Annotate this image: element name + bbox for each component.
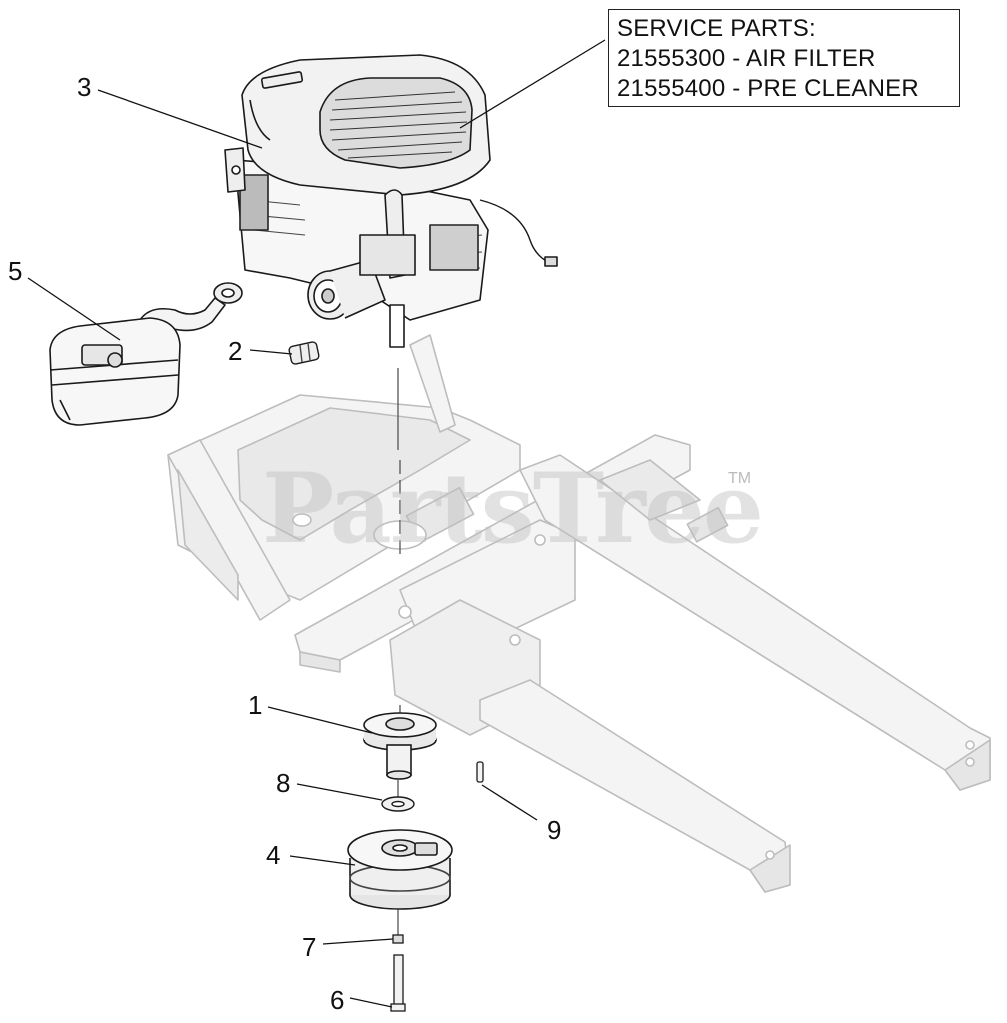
engine: [224, 54, 558, 348]
callout-1: 1: [248, 690, 263, 720]
leader-lines: [27, 39, 606, 1008]
fitting-part-2: [288, 341, 320, 365]
clutch-part-4: [347, 829, 453, 910]
watermark: PartsTree: [262, 452, 764, 565]
bolt-part-6: [390, 954, 406, 1012]
service-parts-title: SERVICE PARTS:: [617, 15, 816, 42]
callout-7: 7: [302, 932, 317, 962]
muffler: [49, 282, 243, 426]
callout-4: 4: [266, 840, 281, 870]
callout-5: 5: [8, 256, 23, 286]
service-part-pre-cleaner: 21555400 - PRE CLEANER: [617, 75, 919, 102]
nut-part-7: [392, 934, 404, 944]
pin-part-9: [476, 761, 484, 783]
service-part-air-filter: 21555300 - AIR FILTER: [617, 45, 876, 72]
callout-6: 6: [330, 985, 345, 1015]
watermark-tm: TM: [728, 470, 752, 487]
pulley-part-1: [363, 712, 437, 780]
washer-part-8: [381, 796, 415, 812]
callout-9: 9: [547, 815, 562, 845]
callout-2: 2: [228, 336, 243, 366]
chassis-frame: [167, 334, 991, 893]
callout-3: 3: [77, 72, 92, 102]
service-parts-box: SERVICE PARTS: 21555300 - AIR FILTER 215…: [608, 9, 960, 107]
callout-8: 8: [276, 768, 291, 798]
